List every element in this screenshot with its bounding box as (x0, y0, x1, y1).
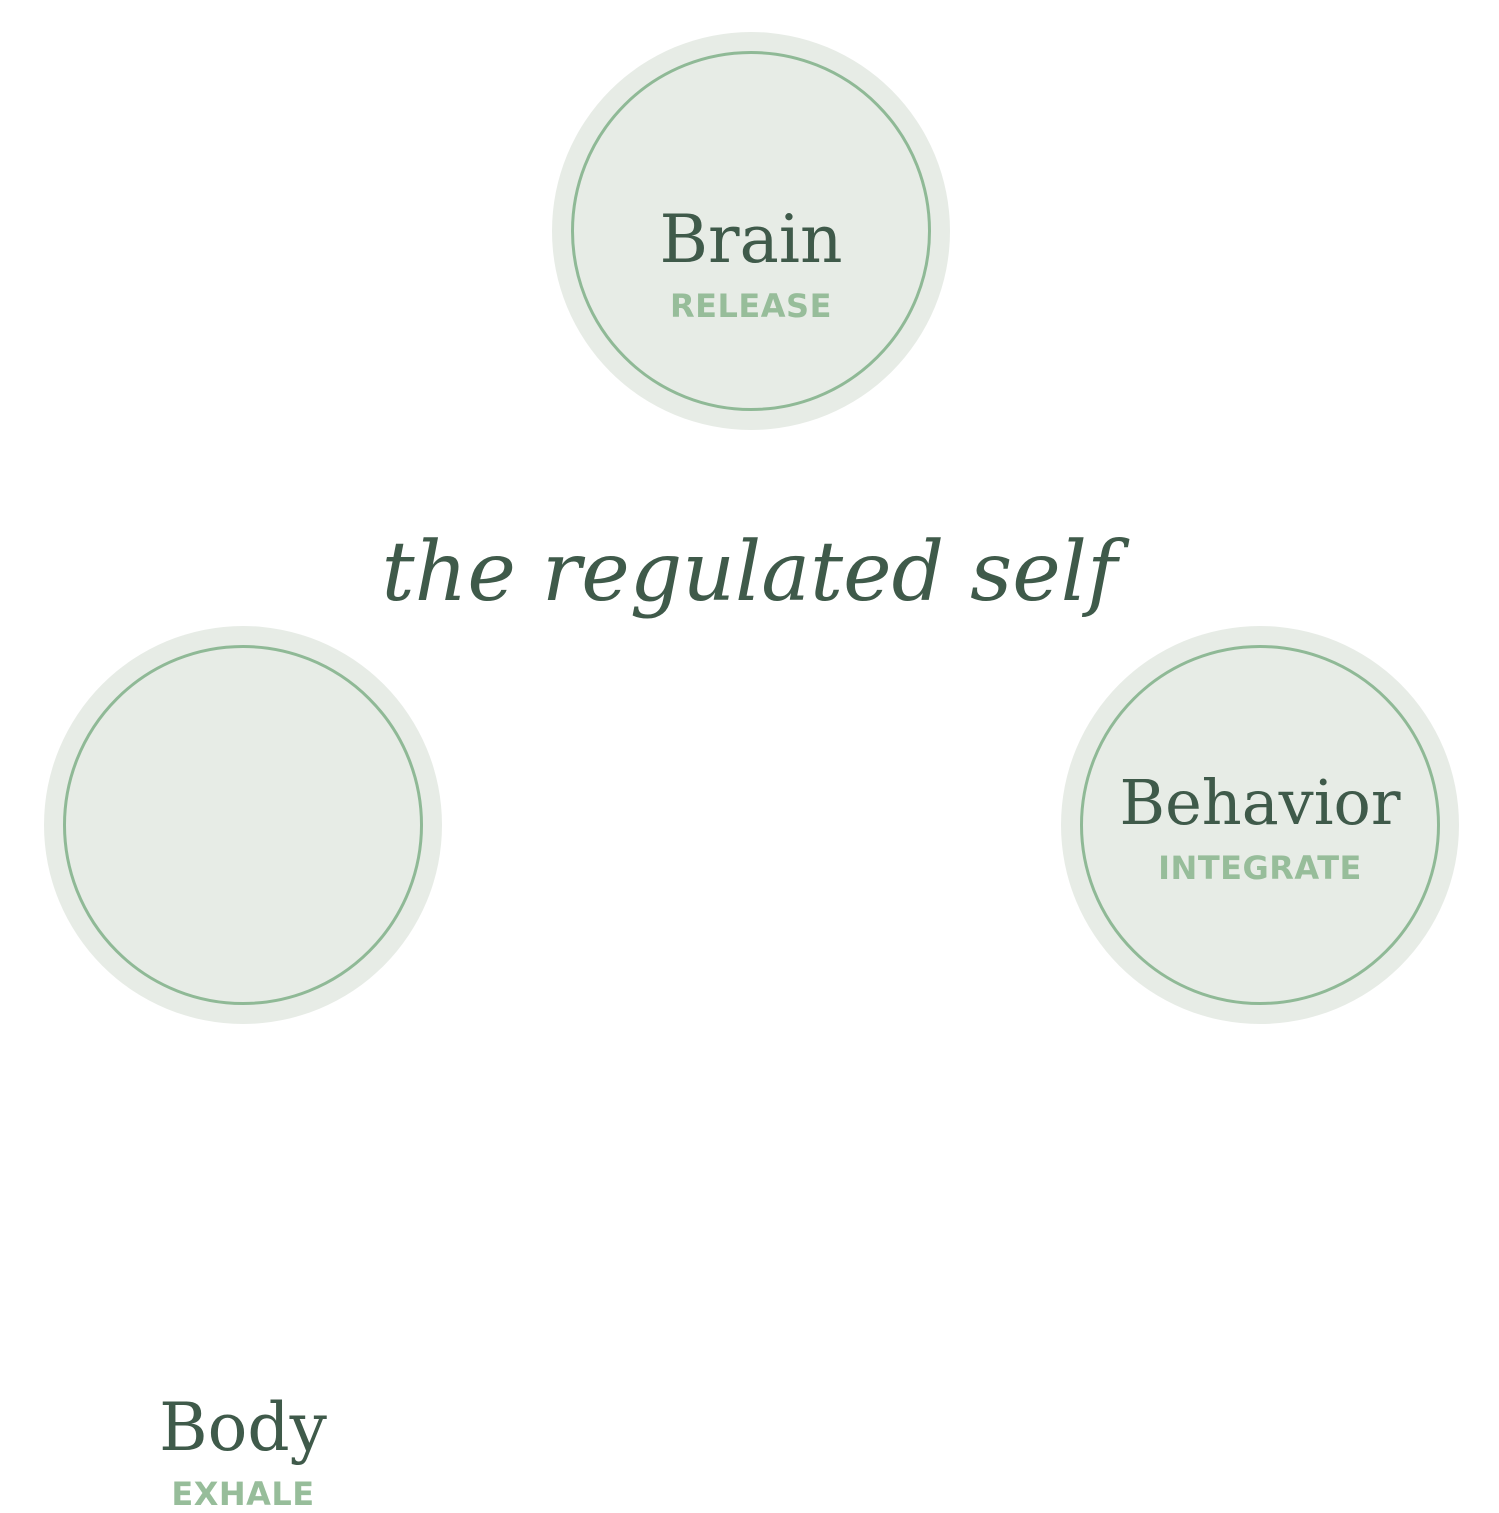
body-circle: Body EXHALE (44, 626, 442, 1510)
behavior-title: Behavior (1119, 766, 1401, 839)
body-subtitle: EXHALE (171, 1475, 315, 1513)
brain-circle: Brain RELEASE (552, 32, 950, 430)
body-ring (63, 645, 423, 1005)
brain-title: Brain (659, 201, 843, 278)
brain-ring (571, 51, 931, 411)
brain-subtitle: RELEASE (670, 287, 832, 325)
center-caption: the regulated self (381, 525, 1118, 620)
behavior-subtitle: INTEGRATE (1158, 849, 1362, 887)
behavior-ring (1080, 645, 1440, 1005)
body-title: Body (159, 1389, 327, 1466)
behavior-circle: Behavior INTEGRATE (1061, 626, 1459, 1024)
